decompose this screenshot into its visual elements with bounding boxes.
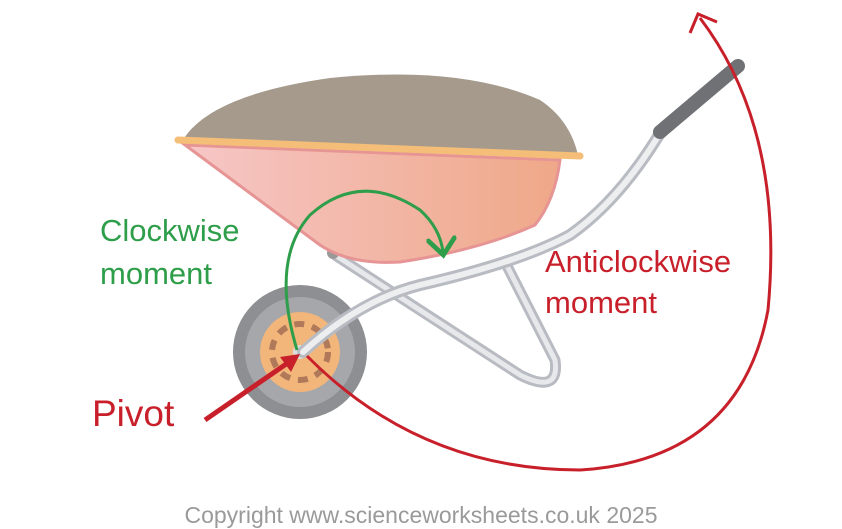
handle-grip xyxy=(653,59,745,139)
copyright-notice: Copyright www.scienceworksheets.co.uk 20… xyxy=(184,502,657,528)
anticlockwise-arrow xyxy=(305,17,773,472)
pivot-label: Pivot xyxy=(92,393,175,434)
wheelbarrow-tub xyxy=(180,143,562,264)
pivot-arrowhead xyxy=(280,354,300,372)
anticlockwise-arrowhead xyxy=(688,12,718,34)
clockwise-label-line2: moment xyxy=(100,256,212,291)
pivot-arrow xyxy=(203,357,294,423)
soil-load xyxy=(183,74,578,155)
clockwise-arrow xyxy=(284,189,443,351)
anticlockwise-label-line2: moment xyxy=(545,285,657,320)
clockwise-label-line1: Clockwise xyxy=(100,213,240,248)
tub-rim xyxy=(174,136,584,160)
anticlockwise-label-line1: Anticlockwise xyxy=(545,244,731,279)
